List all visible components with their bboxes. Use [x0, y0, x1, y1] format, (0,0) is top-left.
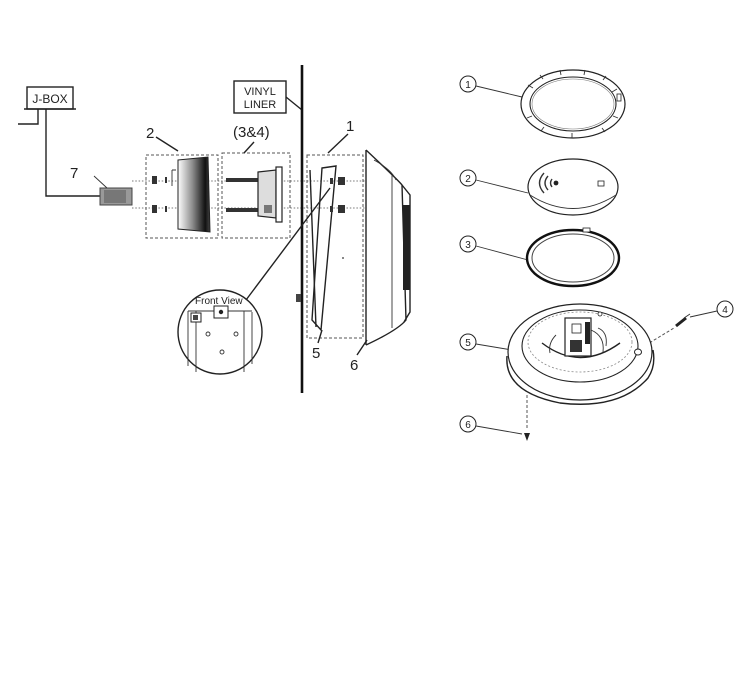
callout-r4: 4 — [722, 305, 728, 316]
callout-r1: 1 — [465, 80, 471, 91]
vinyl-liner: VINYL LINER — [233, 65, 304, 393]
part-6-set-screw: 6 — [459, 395, 530, 441]
niche-housing: 2 — [145, 125, 219, 239]
callout-r3: 3 — [465, 240, 471, 251]
jbox: J-BOX — [18, 86, 100, 197]
jbox-label: J-BOX — [32, 92, 67, 106]
callout-2: 2 — [146, 125, 154, 142]
part-1-retaining-ring: 1 — [459, 69, 626, 139]
callout-r6: 6 — [465, 420, 471, 431]
inset-label: Front View — [195, 296, 243, 307]
part-2-lens-cover: 2 — [459, 158, 619, 216]
liner-label-line2: LINER — [244, 99, 276, 111]
liner-label-line1: VINYL — [244, 86, 276, 98]
left-installation-diagram: J-BOX 7 2 — [18, 65, 411, 393]
gasket-assembly: (3&4) — [221, 124, 291, 239]
part-4-screw: 4 — [640, 300, 734, 349]
callout-5: 5 — [312, 345, 320, 362]
callout-3-4: (3&4) — [233, 124, 270, 141]
light-fixture: 1 5 6 — [306, 118, 411, 374]
callout-6: 6 — [350, 357, 358, 374]
part-5-fixture-housing: 5 — [459, 303, 655, 405]
callout-r2: 2 — [465, 174, 471, 185]
callout-r5: 5 — [465, 338, 471, 349]
callout-1: 1 — [346, 118, 354, 135]
part-3-gasket: 3 — [459, 227, 621, 288]
right-exploded-diagram: 1 2 3 — [459, 69, 734, 441]
callout-7: 7 — [70, 165, 78, 182]
front-view-inset: Front View — [177, 187, 331, 375]
